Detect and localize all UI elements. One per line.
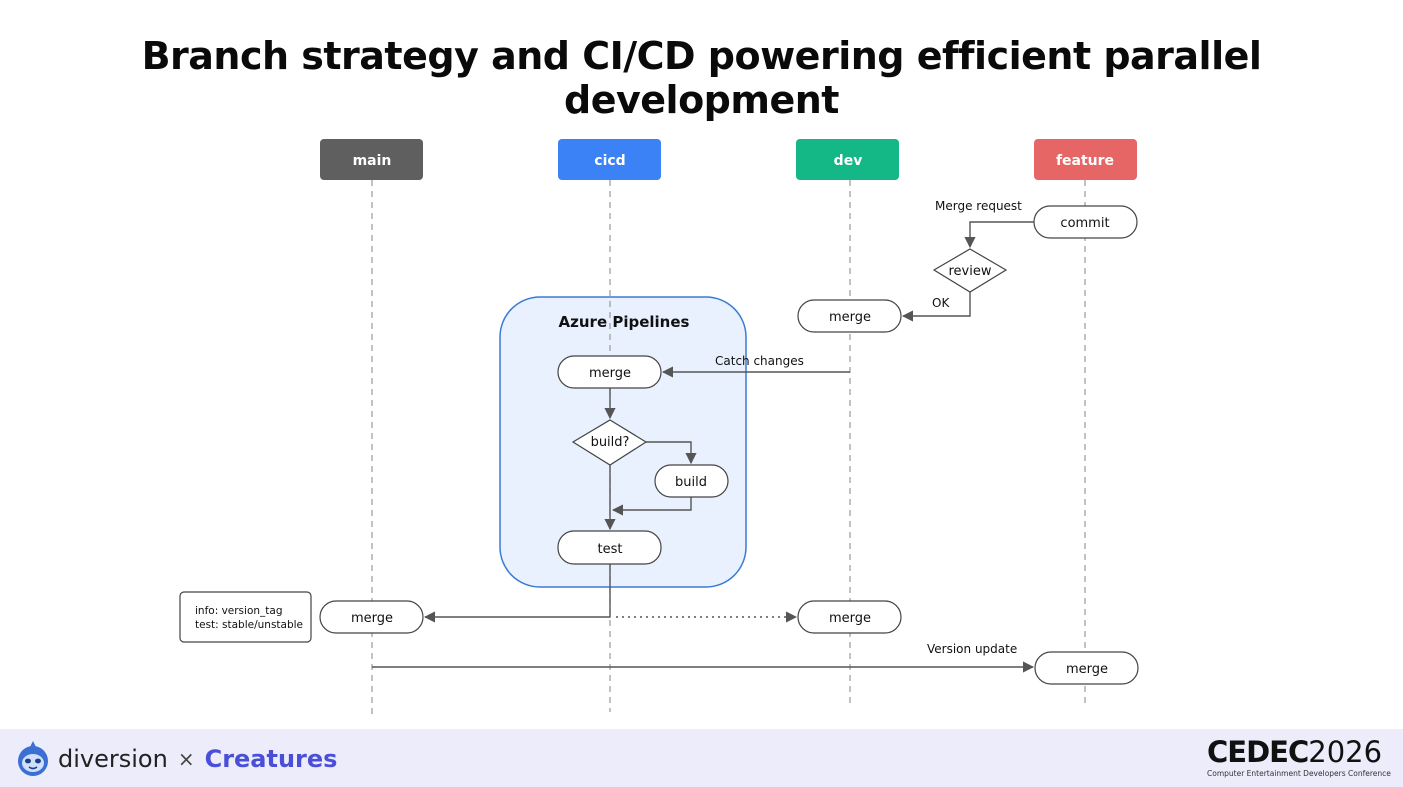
lane-label-feature: feature <box>1056 153 1114 169</box>
collab-times-symbol: × <box>177 747 195 771</box>
diversion-logo-icon <box>18 741 48 776</box>
node-dev-merge-1: merge <box>797 299 902 333</box>
node-cicd-merge: merge <box>557 355 662 389</box>
branch-flow-diagram: Azure Pipelines main cicd dev feature Me… <box>179 139 1139 715</box>
edge-label-merge-request: Merge request <box>935 199 1022 213</box>
lane-label-dev: dev <box>834 153 863 169</box>
lane-header-feature: feature <box>1034 139 1137 180</box>
edge-label-version-update: Version update <box>927 642 1017 656</box>
edge-build-to-test <box>611 497 692 516</box>
lane-header-dev: dev <box>796 139 899 180</box>
cedec-mark: CEDEC <box>1207 735 1309 769</box>
creatures-logo-text: Creatures <box>204 745 338 773</box>
node-main-merge: merge <box>319 600 424 634</box>
svg-text:build: build <box>675 475 707 490</box>
lane-header-main: main <box>320 139 423 180</box>
svg-text:merge: merge <box>1066 662 1108 677</box>
node-commit: commit <box>1033 205 1138 239</box>
edge-label-catch-changes: Catch changes <box>715 354 804 368</box>
svg-text:merge: merge <box>829 310 871 325</box>
svg-text:build?: build? <box>591 435 630 450</box>
cedec-year: 2026 <box>1308 735 1383 769</box>
svg-text:review: review <box>949 264 992 279</box>
svg-text:test: test <box>598 542 623 557</box>
svg-text:merge: merge <box>829 611 871 626</box>
lane-label-cicd: cicd <box>594 153 625 169</box>
svg-text:merge: merge <box>351 611 393 626</box>
edge-merge-request <box>964 221 1034 249</box>
footer-bar: diversion × Creatures CEDEC2026 Computer… <box>0 729 1403 787</box>
cedec-fullname: Computer Entertainment Developers Confer… <box>1207 769 1391 778</box>
lane-label-main: main <box>353 153 392 169</box>
info-note-line-2: test: stable/unstable <box>195 619 303 631</box>
footer-brand: diversion × Creatures <box>16 739 337 779</box>
info-note: info: version_tag test: stable/unstable <box>179 591 312 643</box>
slide-title: Branch strategy and CI/CD powering effic… <box>141 34 1262 122</box>
diversion-logo-text: diversion <box>58 745 168 773</box>
info-note-line-1: info: version_tag <box>195 605 283 617</box>
node-build: build <box>654 464 729 498</box>
lane-header-cicd: cicd <box>558 139 661 180</box>
node-dev-merge-2: merge <box>797 600 902 634</box>
edge-build-q-yes <box>646 441 697 465</box>
edge-review-ok <box>901 292 971 322</box>
svg-text:merge: merge <box>589 366 631 381</box>
edge-label-ok: OK <box>932 296 950 310</box>
svg-text:commit: commit <box>1060 216 1109 231</box>
node-feature-merge: merge <box>1034 651 1139 685</box>
node-build-decision: build? <box>571 419 648 466</box>
edge-test-to-main <box>423 564 611 623</box>
node-test: test <box>557 530 662 565</box>
cedec-logo: CEDEC2026 Computer Entertainment Develop… <box>1207 735 1391 781</box>
azure-pipelines-label: Azure Pipelines <box>559 313 690 331</box>
node-review: review <box>932 248 1008 293</box>
